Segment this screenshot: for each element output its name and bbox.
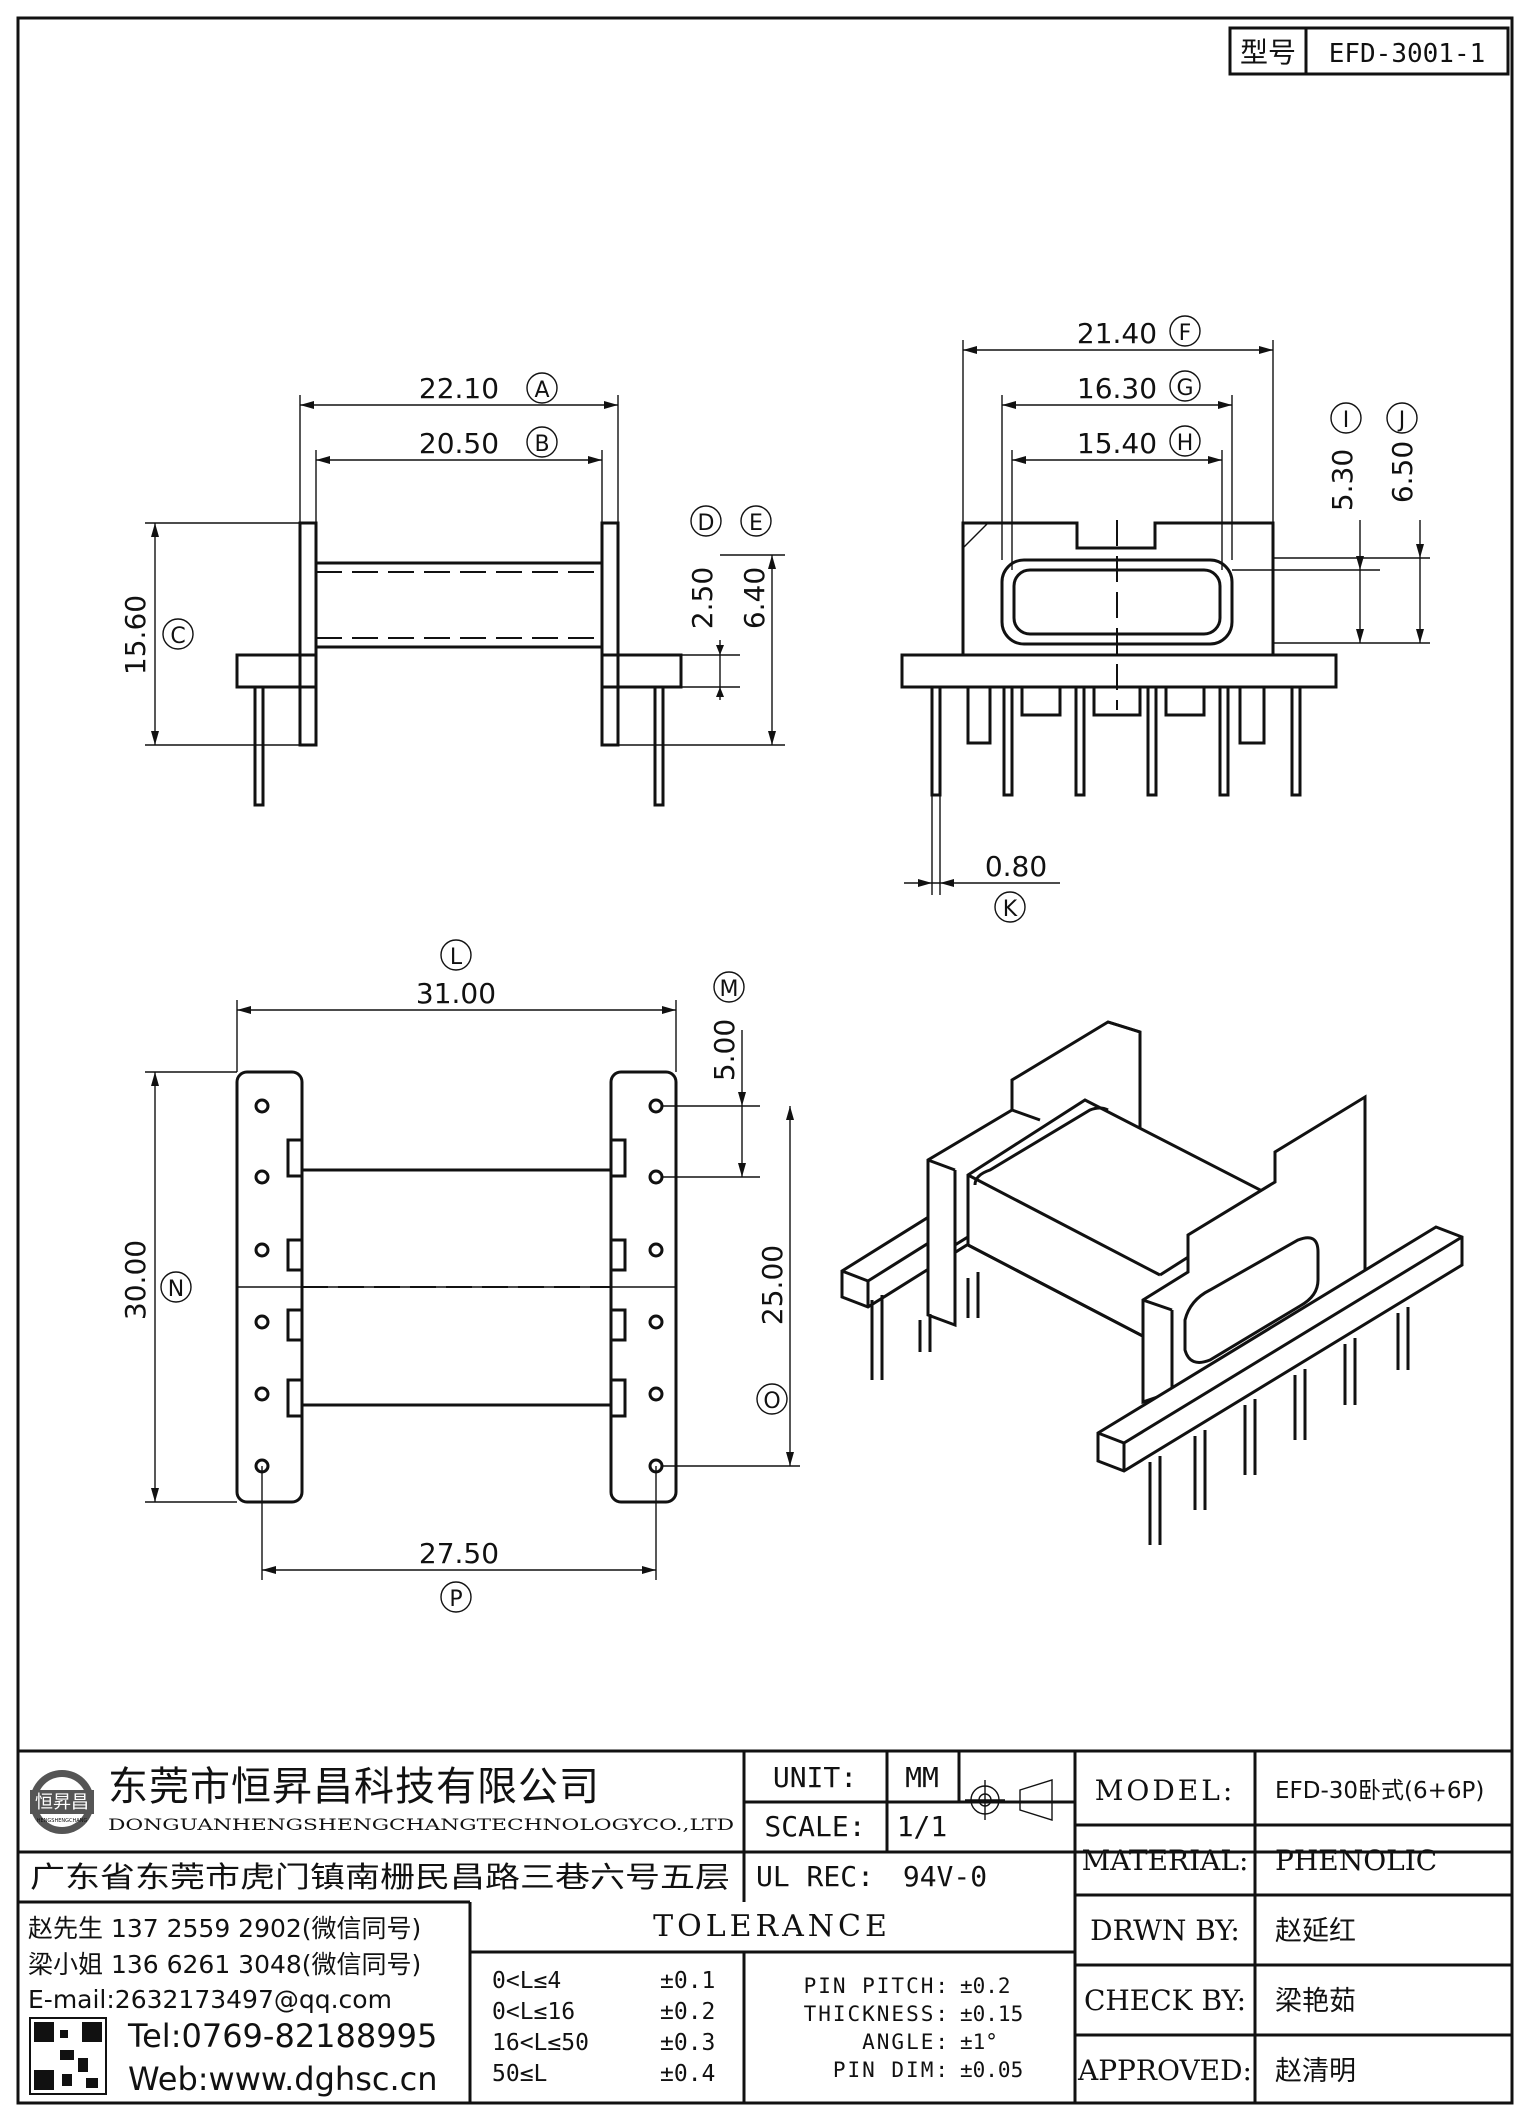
material-value: PHENOLIC	[1275, 1844, 1437, 1877]
tolerance-range-4: 50≤L	[492, 2061, 547, 2087]
dim-l-marker: L	[450, 945, 463, 970]
bottom-view: 31.00 L 30.00 N 5.00 M 25.00 O 27	[119, 939, 800, 1613]
thickness-label: THICKNESS:	[804, 2002, 950, 2026]
tolerance-range-2: 0<L≤16	[492, 1999, 575, 2025]
dim-j-marker: J	[1397, 408, 1406, 433]
tolerance-range-3: 16<L≤50	[492, 2030, 589, 2056]
company-name-cn: 东莞市恒昇昌科技有限公司	[108, 1764, 600, 1810]
title-block: 恒昇昌 HENGSHENGCHANG 东莞市恒昇昌科技有限公司 DONGUANH…	[18, 1749, 1512, 2103]
tolerance-title: TOLERANCE	[653, 1909, 891, 1944]
drwn-label: DRWN BY:	[1090, 1914, 1240, 1947]
contact-email: E-mail:2632173497@qq.com	[28, 1985, 392, 2014]
logo-subtext: HENGSHENGCHANG	[37, 1818, 88, 1824]
scale-label: SCALE:	[764, 1810, 865, 1843]
dim-f-marker: F	[1179, 321, 1192, 346]
dim-h-value: 15.40	[1077, 427, 1157, 460]
pin-pitch-value: ±0.2	[960, 1974, 1011, 1998]
tolerance-range-1: 0<L≤4	[492, 1968, 561, 1994]
contact-web: Web:www.dghsc.cn	[128, 2060, 438, 2098]
dim-i-marker: I	[1343, 408, 1350, 433]
model-number-box: 型号 EFD-3001-1	[1228, 26, 1510, 76]
dim-p-marker: P	[449, 1587, 462, 1612]
dim-g-value: 16.30	[1077, 372, 1157, 405]
dim-g-marker: G	[1176, 376, 1193, 401]
qr-code-icon	[29, 2017, 107, 2095]
dim-m-marker: M	[720, 977, 739, 1002]
dim-i-value: 5.30	[1326, 449, 1359, 511]
approved-label: APPROVED:	[1077, 2054, 1252, 2087]
tolerance-value-3: ±0.3	[660, 2030, 715, 2056]
dim-e-marker: E	[749, 511, 763, 536]
dim-j-value: 6.50	[1386, 441, 1419, 503]
dim-a-value: 22.10	[419, 372, 499, 405]
angle-value: ±1°	[960, 2030, 998, 2054]
dim-k-value: 0.80	[985, 850, 1047, 883]
dim-f-value: 21.40	[1077, 317, 1157, 350]
company-name-en: DONGUANHENGSHENGCHANGTECHNOLOGYCO.,LTD	[108, 1815, 734, 1834]
ulrec-value: 94V-0	[903, 1860, 987, 1893]
unit-label: UNIT:	[773, 1761, 857, 1794]
dim-h-marker: H	[1177, 431, 1194, 456]
dim-d-marker: D	[698, 511, 715, 536]
angle-label: ANGLE:	[862, 2030, 950, 2054]
material-label: MATERIAL:	[1082, 1844, 1249, 1877]
ulrec-label: UL REC:	[756, 1860, 874, 1893]
side-view: 22.10 A 20.50 B 15.60 C 2.50 6.40	[119, 372, 785, 807]
model-box-value: EFD-3001-1	[1329, 39, 1486, 69]
dim-n-value: 30.00	[119, 1240, 152, 1320]
company-logo: 恒昇昌 HENGSHENGCHANG	[30, 1770, 94, 1834]
dim-o-value: 25.00	[756, 1245, 789, 1325]
thickness-value: ±0.15	[960, 2002, 1023, 2026]
pin-dim-label: PIN DIM:	[833, 2058, 950, 2082]
check-label: CHECK BY:	[1084, 1984, 1246, 2017]
dim-k-marker: K	[1003, 897, 1018, 922]
scale-value: 1/1	[897, 1810, 948, 1843]
projection-symbol	[965, 1779, 1053, 1821]
dim-l-value: 31.00	[416, 977, 496, 1010]
isometric-view	[840, 1020, 1464, 1545]
company-address: 广东省东莞市虎门镇南栅民昌路三巷六号五层	[30, 1860, 730, 1894]
dim-o-marker: O	[763, 1389, 780, 1414]
tolerance-value-2: ±0.2	[660, 1999, 715, 2025]
tolerance-value-1: ±0.1	[660, 1968, 715, 1994]
model-box-label: 型号	[1240, 36, 1296, 69]
pin-dim-value: ±0.05	[960, 2058, 1023, 2082]
dim-c-value: 15.60	[119, 595, 152, 675]
dim-p-value: 27.50	[419, 1537, 499, 1570]
sheet-border	[16, 16, 1514, 2105]
contact-line-2: 梁小姐 136 6261 3048(微信同号)	[28, 1950, 421, 1979]
dim-b-value: 20.50	[419, 427, 499, 460]
tolerance-value-4: ±0.4	[660, 2061, 715, 2087]
dim-n-marker: N	[168, 1277, 184, 1302]
drwn-value: 赵延红	[1275, 1916, 1356, 1947]
approved-value: 赵清明	[1275, 2056, 1356, 2087]
pin-pitch-label: PIN PITCH:	[804, 1974, 950, 1998]
dim-m-value: 5.00	[708, 1019, 741, 1081]
contact-tel: Tel:0769-82188995	[127, 2017, 437, 2055]
model-value: EFD-30卧式(6+6P)	[1275, 1778, 1484, 1804]
unit-value: MM	[905, 1761, 939, 1794]
contact-line-1: 赵先生 137 2559 2902(微信同号)	[28, 1914, 421, 1943]
dim-e-value: 6.40	[738, 567, 771, 629]
dim-a-marker: A	[534, 378, 549, 403]
check-value: 梁艳茹	[1275, 1986, 1356, 2017]
model-label: MODEL:	[1095, 1774, 1236, 1807]
front-view: 21.40 F 16.30 G 15.40 H 5.30 6.50 I	[900, 315, 1430, 923]
logo-text: 恒昇昌	[35, 1792, 89, 1813]
dim-c-marker: C	[170, 624, 185, 649]
dim-d-value: 2.50	[686, 567, 719, 629]
dim-b-marker: B	[534, 432, 549, 457]
